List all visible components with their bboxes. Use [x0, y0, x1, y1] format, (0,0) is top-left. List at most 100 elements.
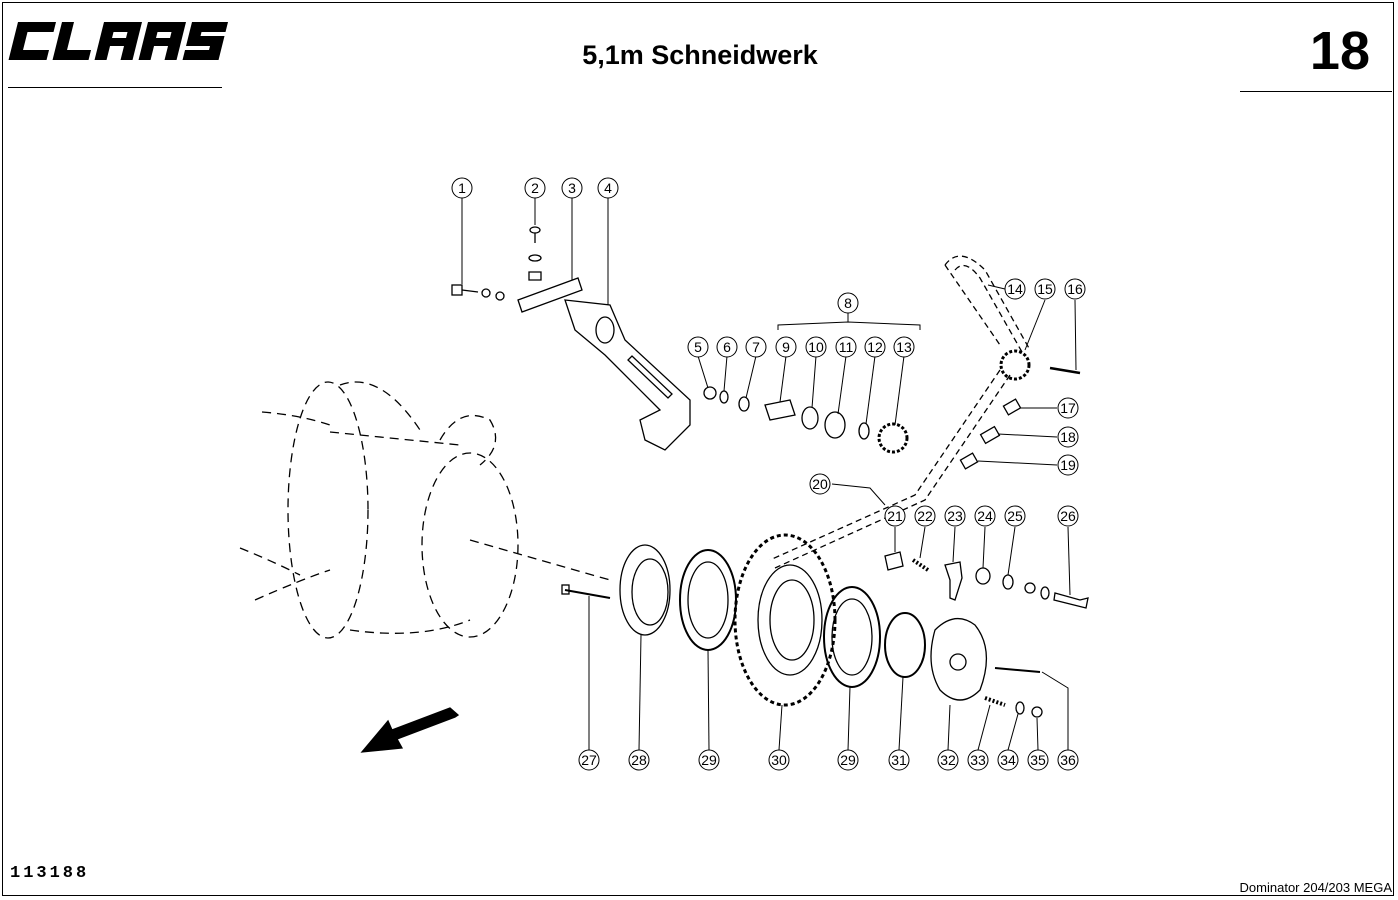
callout-28[interactable]: 28	[628, 749, 650, 771]
svg-text:15: 15	[1037, 281, 1053, 297]
part-33-spring	[984, 696, 1006, 707]
callout-7[interactable]: 7	[745, 336, 767, 358]
header-rule-right	[1240, 91, 1392, 92]
part-35-nut	[1031, 706, 1043, 718]
callout-27[interactable]: 27	[578, 749, 600, 771]
svg-text:35: 35	[1030, 752, 1046, 768]
part-24-bushing	[975, 567, 991, 585]
svg-text:18: 18	[1060, 429, 1076, 445]
callout-17[interactable]: 17	[1057, 397, 1079, 419]
svg-text:30: 30	[771, 752, 787, 768]
part-23-lever	[944, 561, 963, 601]
callout-29a[interactable]: 29	[698, 749, 720, 771]
drawing-number: 113188	[10, 864, 90, 883]
part-16-pin	[1049, 366, 1081, 375]
leader-lines	[461, 198, 1077, 751]
drum-outline	[239, 381, 611, 639]
callout-13[interactable]: 13	[893, 336, 915, 358]
callout-23[interactable]: 23	[944, 505, 966, 527]
claas-logo	[8, 22, 229, 60]
callout-32[interactable]: 32	[937, 749, 959, 771]
svg-text:36: 36	[1060, 752, 1076, 768]
callout-30[interactable]: 30	[768, 749, 790, 771]
part-7-ring	[738, 396, 750, 412]
svg-text:4: 4	[604, 180, 612, 196]
callout-20[interactable]: 20	[809, 473, 831, 495]
part-28-hub	[619, 544, 671, 636]
part-21-bushing	[884, 551, 904, 571]
callout-15[interactable]: 15	[1034, 278, 1056, 300]
callout-36[interactable]: 36	[1057, 749, 1079, 771]
page-title: 5,1m Schneidwerk	[582, 40, 818, 70]
part-22-spring	[911, 558, 930, 572]
callout-19[interactable]: 19	[1057, 454, 1079, 476]
svg-text:19: 19	[1060, 457, 1076, 473]
callout-6[interactable]: 6	[716, 336, 738, 358]
callout-33[interactable]: 33	[967, 749, 989, 771]
callout-25[interactable]: 25	[1004, 505, 1026, 527]
part-1-bolt	[451, 284, 505, 301]
svg-text:31: 31	[891, 752, 907, 768]
svg-text:17: 17	[1060, 400, 1076, 416]
svg-text:25: 25	[1007, 508, 1023, 524]
part-14-chain	[769, 255, 1031, 569]
svg-text:22: 22	[917, 508, 933, 524]
part-13-sprocket	[877, 422, 909, 454]
part-18-link	[979, 425, 1001, 445]
part-6-washer	[719, 390, 729, 404]
part-9-pin	[764, 399, 796, 421]
callout-16[interactable]: 16	[1064, 278, 1086, 300]
callout-2[interactable]: 2	[524, 177, 546, 199]
callout-18[interactable]: 18	[1057, 426, 1079, 448]
svg-text:11: 11	[839, 339, 854, 355]
callout-1[interactable]: 1	[451, 177, 473, 199]
svg-text:13: 13	[896, 339, 912, 355]
callout-4[interactable]: 4	[597, 177, 619, 199]
part-30-sprocket	[733, 533, 837, 707]
callout-10[interactable]: 10	[805, 336, 827, 358]
svg-text:2: 2	[531, 180, 539, 196]
svg-text:8: 8	[844, 295, 852, 311]
part-4-bracket	[564, 299, 691, 451]
svg-text:14: 14	[1007, 281, 1023, 297]
svg-text:23: 23	[947, 508, 963, 524]
svg-text:26: 26	[1060, 508, 1076, 524]
part-10-ring	[801, 406, 819, 430]
svg-text:5: 5	[694, 339, 702, 355]
part-27-bolt	[564, 589, 611, 599]
callout-34[interactable]: 34	[997, 749, 1019, 771]
callout-12[interactable]: 12	[864, 336, 886, 358]
callout-14[interactable]: 14	[1004, 278, 1026, 300]
callout-22[interactable]: 22	[914, 505, 936, 527]
part-3-plate	[517, 277, 583, 313]
svg-text:33: 33	[970, 752, 986, 768]
svg-text:21: 21	[887, 508, 903, 524]
callout-26[interactable]: 26	[1057, 505, 1079, 527]
svg-text:27: 27	[581, 752, 597, 768]
callout-21[interactable]: 21	[884, 505, 906, 527]
svg-text:12: 12	[867, 339, 883, 355]
callout-35[interactable]: 35	[1027, 749, 1049, 771]
callout-9[interactable]: 9	[775, 336, 797, 358]
part-36-bolt	[994, 667, 1041, 673]
callout-11[interactable]: 11	[835, 336, 857, 358]
svg-text:29: 29	[840, 752, 856, 768]
svg-text:16: 16	[1067, 281, 1083, 297]
callout-8[interactable]: 8	[837, 292, 859, 314]
svg-text:1: 1	[458, 180, 466, 196]
part-15-sprocket	[999, 349, 1031, 381]
svg-text:29: 29	[701, 752, 717, 768]
svg-text:24: 24	[977, 508, 993, 524]
callout-31[interactable]: 31	[888, 749, 910, 771]
callout-29b[interactable]: 29	[837, 749, 859, 771]
part-17-link	[1002, 398, 1022, 416]
callout-24[interactable]: 24	[974, 505, 996, 527]
part-29-friction-disk-b	[823, 586, 881, 688]
direction-arrow-icon	[360, 707, 460, 753]
svg-text:9: 9	[782, 339, 790, 355]
svg-text:6: 6	[723, 339, 731, 355]
svg-text:3: 3	[568, 180, 576, 196]
callout-3[interactable]: 3	[561, 177, 583, 199]
callout-5[interactable]: 5	[687, 336, 709, 358]
